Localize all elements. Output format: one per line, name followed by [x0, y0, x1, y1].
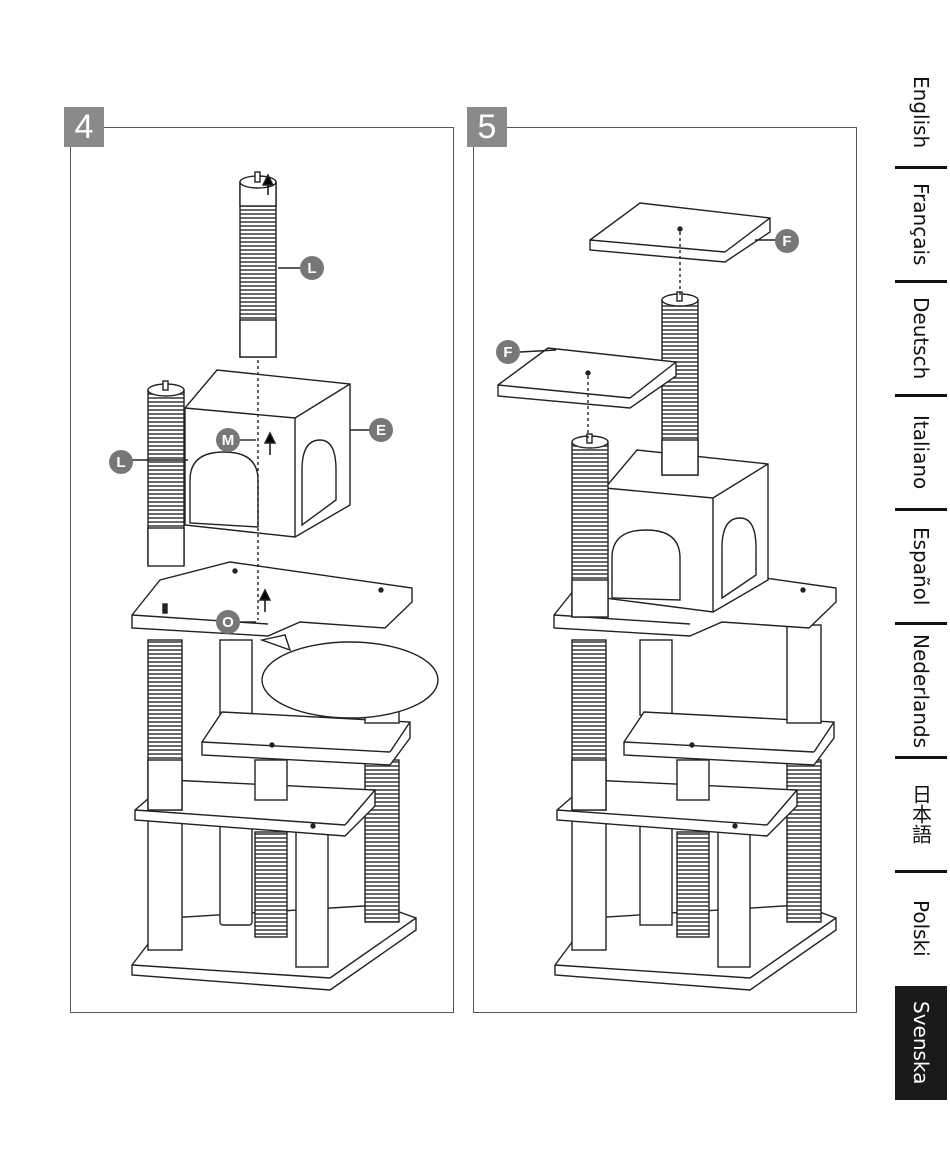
lang-tab-deutsch[interactable]: Deutsch: [895, 286, 947, 390]
lang-tab-italiano[interactable]: Italiano: [895, 400, 947, 504]
lang-tab-polski[interactable]: Polski: [895, 876, 947, 980]
lang-tab-nederlands[interactable]: Nederlands: [895, 628, 947, 754]
label-f-left: F: [503, 344, 512, 361]
lang-separator: [895, 280, 947, 283]
label-f-top: F: [782, 233, 791, 250]
lang-separator: [895, 622, 947, 625]
lang-separator: [895, 394, 947, 397]
lang-separator: [895, 166, 947, 169]
lang-tab-francais[interactable]: Français: [895, 172, 947, 276]
lang-separator: [895, 508, 947, 511]
lang-separator: [895, 756, 947, 759]
lang-tab-svenska[interactable]: Svenska: [895, 986, 947, 1100]
lang-tab-japanese[interactable]: 日本語: [895, 762, 947, 866]
lang-tab-english[interactable]: English: [895, 60, 947, 164]
lang-separator: [895, 870, 947, 873]
lang-tab-espanol[interactable]: Español: [895, 514, 947, 618]
